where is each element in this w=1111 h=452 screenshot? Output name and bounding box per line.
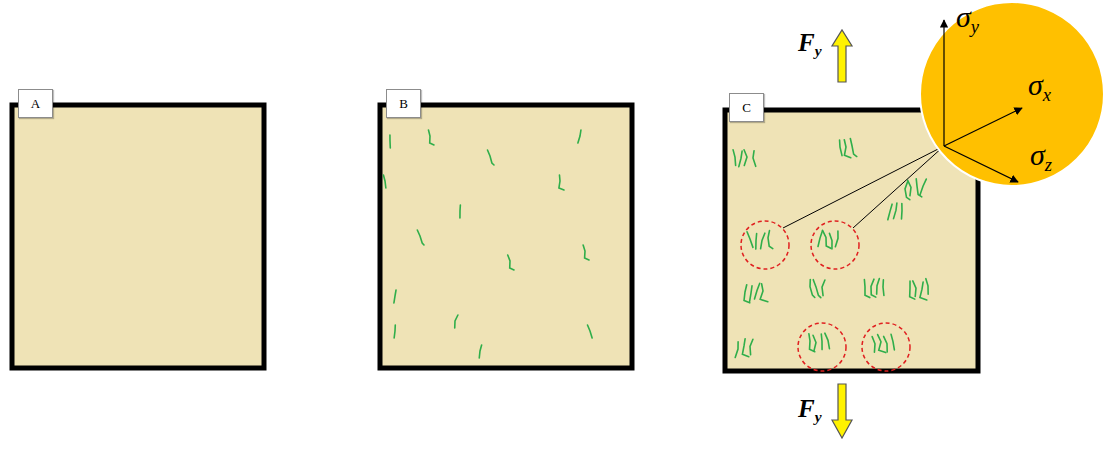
panel-label: A <box>31 96 40 112</box>
force-arrows <box>832 30 852 438</box>
force-label: Fy <box>798 396 822 424</box>
stress-symbol: σx <box>1028 70 1051 104</box>
stress-axes-circle: σy σx σz <box>918 0 1106 188</box>
panel-label-box: B <box>386 89 421 118</box>
panel-label-box: C <box>729 93 764 122</box>
panel-label: B <box>399 96 408 112</box>
stress-symbol: σy <box>956 2 979 36</box>
panel-label: C <box>742 100 751 116</box>
force-label: Fy <box>798 30 822 58</box>
leader-lines <box>783 146 944 228</box>
panel-label-box: A <box>18 89 53 118</box>
axes-symbol <box>918 0 1106 188</box>
stress-symbol: σz <box>1030 140 1052 174</box>
specimen-panels <box>12 105 978 371</box>
crack-strokes <box>383 130 928 358</box>
highlight-circles <box>741 221 910 371</box>
